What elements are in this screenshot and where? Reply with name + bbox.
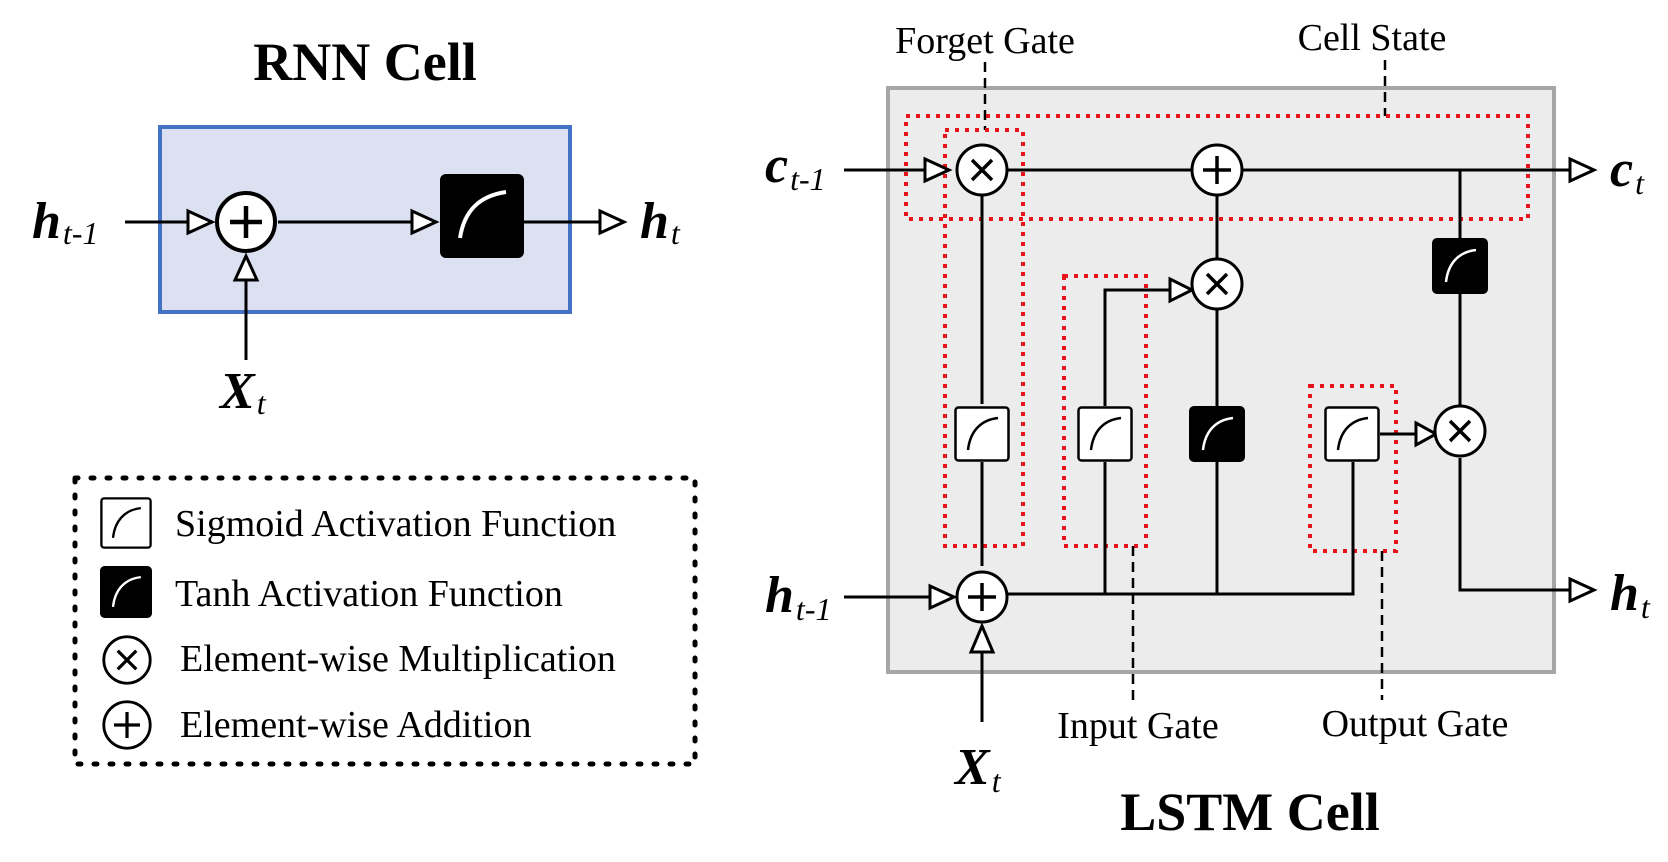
cell-state-add-icon bbox=[1190, 143, 1244, 197]
rnn-title: RNN Cell bbox=[253, 32, 476, 92]
legend-item-multiply: Element-wise Multiplication bbox=[102, 635, 616, 685]
c-input-arrowhead bbox=[923, 156, 953, 184]
input-tanh-icon bbox=[1189, 406, 1245, 462]
legend-item-sigmoid: Sigmoid Activation Function bbox=[100, 497, 616, 549]
rnn-output-h-label: ht bbox=[640, 193, 681, 251]
sigmoid-icon bbox=[100, 497, 152, 549]
forget-sigmoid-icon bbox=[954, 406, 1010, 462]
legend-label-sigmoid: Sigmoid Activation Function bbox=[175, 503, 616, 545]
input-gate-wire bbox=[1103, 288, 1170, 594]
legend-label-multiply: Element-wise Multiplication bbox=[180, 638, 616, 680]
forget-gate-label: Forget Gate bbox=[895, 20, 1075, 62]
rnn-input-x-arrowhead bbox=[232, 252, 260, 282]
hidden-add-icon bbox=[955, 570, 1009, 624]
lstm-output-h-label: ht bbox=[1610, 565, 1651, 625]
legend: Sigmoid Activation Function Tanh Activat… bbox=[72, 475, 698, 767]
rnn-input-h-label: ht-1 bbox=[32, 193, 98, 251]
lstm-input-h-label: ht-1 bbox=[765, 567, 831, 627]
lstm-title: LSTM Cell bbox=[1120, 782, 1380, 842]
h-bus-wire bbox=[1008, 462, 1355, 596]
add-icon bbox=[102, 700, 152, 750]
input-sigmoid-icon bbox=[1077, 406, 1133, 462]
input-multiply-icon bbox=[1190, 257, 1244, 311]
rnn-tanh-icon bbox=[440, 174, 524, 258]
x-input-arrowhead bbox=[968, 622, 996, 654]
h-input-arrowhead bbox=[928, 583, 958, 611]
lstm-input-c-label: ct-1 bbox=[765, 137, 826, 197]
output-multiply-icon bbox=[1433, 404, 1487, 458]
legend-item-add: Element-wise Addition bbox=[102, 700, 531, 750]
lstm-output-c-label: ct bbox=[1610, 141, 1645, 201]
output-h-wire bbox=[1458, 458, 1570, 592]
legend-label-add: Element-wise Addition bbox=[180, 704, 531, 746]
rnn-tanh-arrowhead bbox=[410, 208, 440, 236]
input-gate-arrowhead bbox=[1168, 276, 1196, 304]
rnn-cell: RNN Cell ht-1 ht Xt bbox=[32, 32, 681, 421]
legend-item-tanh: Tanh Activation Function bbox=[100, 566, 563, 618]
rnn-add-icon bbox=[217, 193, 275, 251]
output-sigmoid-icon bbox=[1324, 406, 1380, 462]
forget-gate-outline bbox=[943, 128, 1025, 548]
h-output-arrowhead bbox=[1568, 576, 1598, 604]
output-gate-label: Output Gate bbox=[1322, 703, 1509, 745]
multiply-icon bbox=[102, 635, 152, 685]
legend-box bbox=[72, 475, 698, 767]
lstm-input-x-label: Xt bbox=[953, 739, 1002, 799]
c-output-arrowhead bbox=[1568, 156, 1598, 184]
rnn-input-x-label: Xt bbox=[218, 363, 267, 421]
forget-multiply-icon bbox=[955, 143, 1009, 197]
legend-label-tanh: Tanh Activation Function bbox=[175, 573, 563, 615]
output-gate-arrowhead bbox=[1414, 420, 1440, 448]
cell-state-label: Cell State bbox=[1298, 17, 1447, 59]
cell-state-outline bbox=[904, 114, 1530, 221]
lstm-wires bbox=[844, 168, 1570, 722]
rnn-input-h-arrowhead bbox=[186, 208, 216, 236]
rnn-output-h-arrowhead bbox=[598, 208, 628, 236]
input-gate-label: Input Gate bbox=[1057, 705, 1218, 747]
tanh-icon bbox=[100, 566, 152, 618]
output-tanh-icon bbox=[1432, 238, 1488, 294]
lstm-cell: Forget Gate Cell State bbox=[765, 17, 1651, 842]
